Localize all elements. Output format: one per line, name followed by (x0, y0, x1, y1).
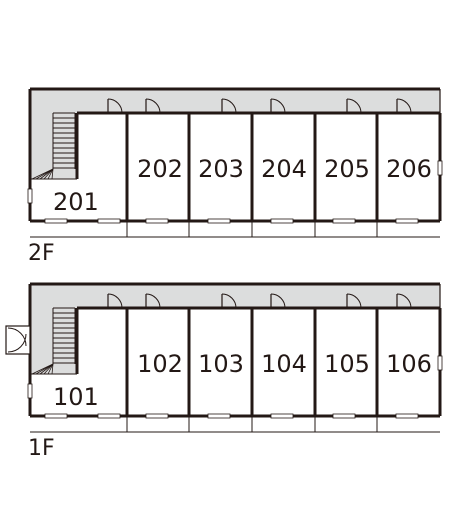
stair-winder (51, 168, 54, 180)
stair-winder (35, 168, 54, 180)
window (97, 218, 121, 224)
stair-winder (43, 363, 54, 375)
entrance-porch (5, 325, 31, 355)
room-number-205: 205 (324, 155, 370, 183)
window (437, 355, 443, 371)
door-swing (221, 293, 237, 309)
window (27, 383, 33, 399)
door-swing (346, 98, 362, 114)
window (270, 413, 294, 419)
window (145, 413, 169, 419)
room-number-203: 203 (198, 155, 244, 183)
door-swing (7, 333, 27, 353)
floor-2f: 201 202 203 204 205 206 2F (27, 87, 443, 266)
stair-winder (51, 363, 54, 375)
door-swing (107, 98, 123, 114)
window (395, 218, 419, 224)
room-number-202: 202 (137, 155, 183, 183)
window (270, 218, 294, 224)
porch-box (5, 325, 31, 355)
room-number-106: 106 (386, 350, 432, 378)
floor-label: 1F (28, 436, 55, 461)
floor-label: 2F (28, 241, 55, 266)
corridor (30, 89, 440, 113)
window (332, 218, 356, 224)
window (207, 413, 231, 419)
window (27, 188, 33, 204)
stair-winder (39, 363, 54, 375)
room-number-206: 206 (386, 155, 432, 183)
door-swing (145, 293, 161, 309)
window (437, 160, 443, 176)
room-number-204: 204 (261, 155, 307, 183)
window (395, 413, 419, 419)
door-swing (396, 98, 412, 114)
door-swing (145, 98, 161, 114)
stair-winder (39, 168, 54, 180)
window (145, 218, 169, 224)
door-swing (270, 293, 286, 309)
window (44, 413, 68, 419)
corridor (30, 284, 440, 308)
door-swing (396, 293, 412, 309)
door-swing (221, 98, 237, 114)
room-number-103: 103 (198, 350, 244, 378)
door-swing (346, 293, 362, 309)
window (97, 413, 121, 419)
room-number-105: 105 (324, 350, 370, 378)
window (207, 218, 231, 224)
room-number-101: 101 (53, 383, 99, 411)
room-number-104: 104 (261, 350, 307, 378)
stair-winder (35, 363, 54, 375)
room-number-102: 102 (137, 350, 183, 378)
door-swing (107, 293, 123, 309)
window (44, 218, 68, 224)
stair-winder (43, 168, 54, 180)
door-swing (270, 98, 286, 114)
room-number-201: 201 (53, 188, 99, 216)
stair-winder (47, 168, 54, 180)
floor-1f: 101 102 103 104 105 106 1F (5, 282, 443, 461)
door-swing (7, 327, 27, 347)
window (332, 413, 356, 419)
stair-winder (47, 363, 54, 375)
